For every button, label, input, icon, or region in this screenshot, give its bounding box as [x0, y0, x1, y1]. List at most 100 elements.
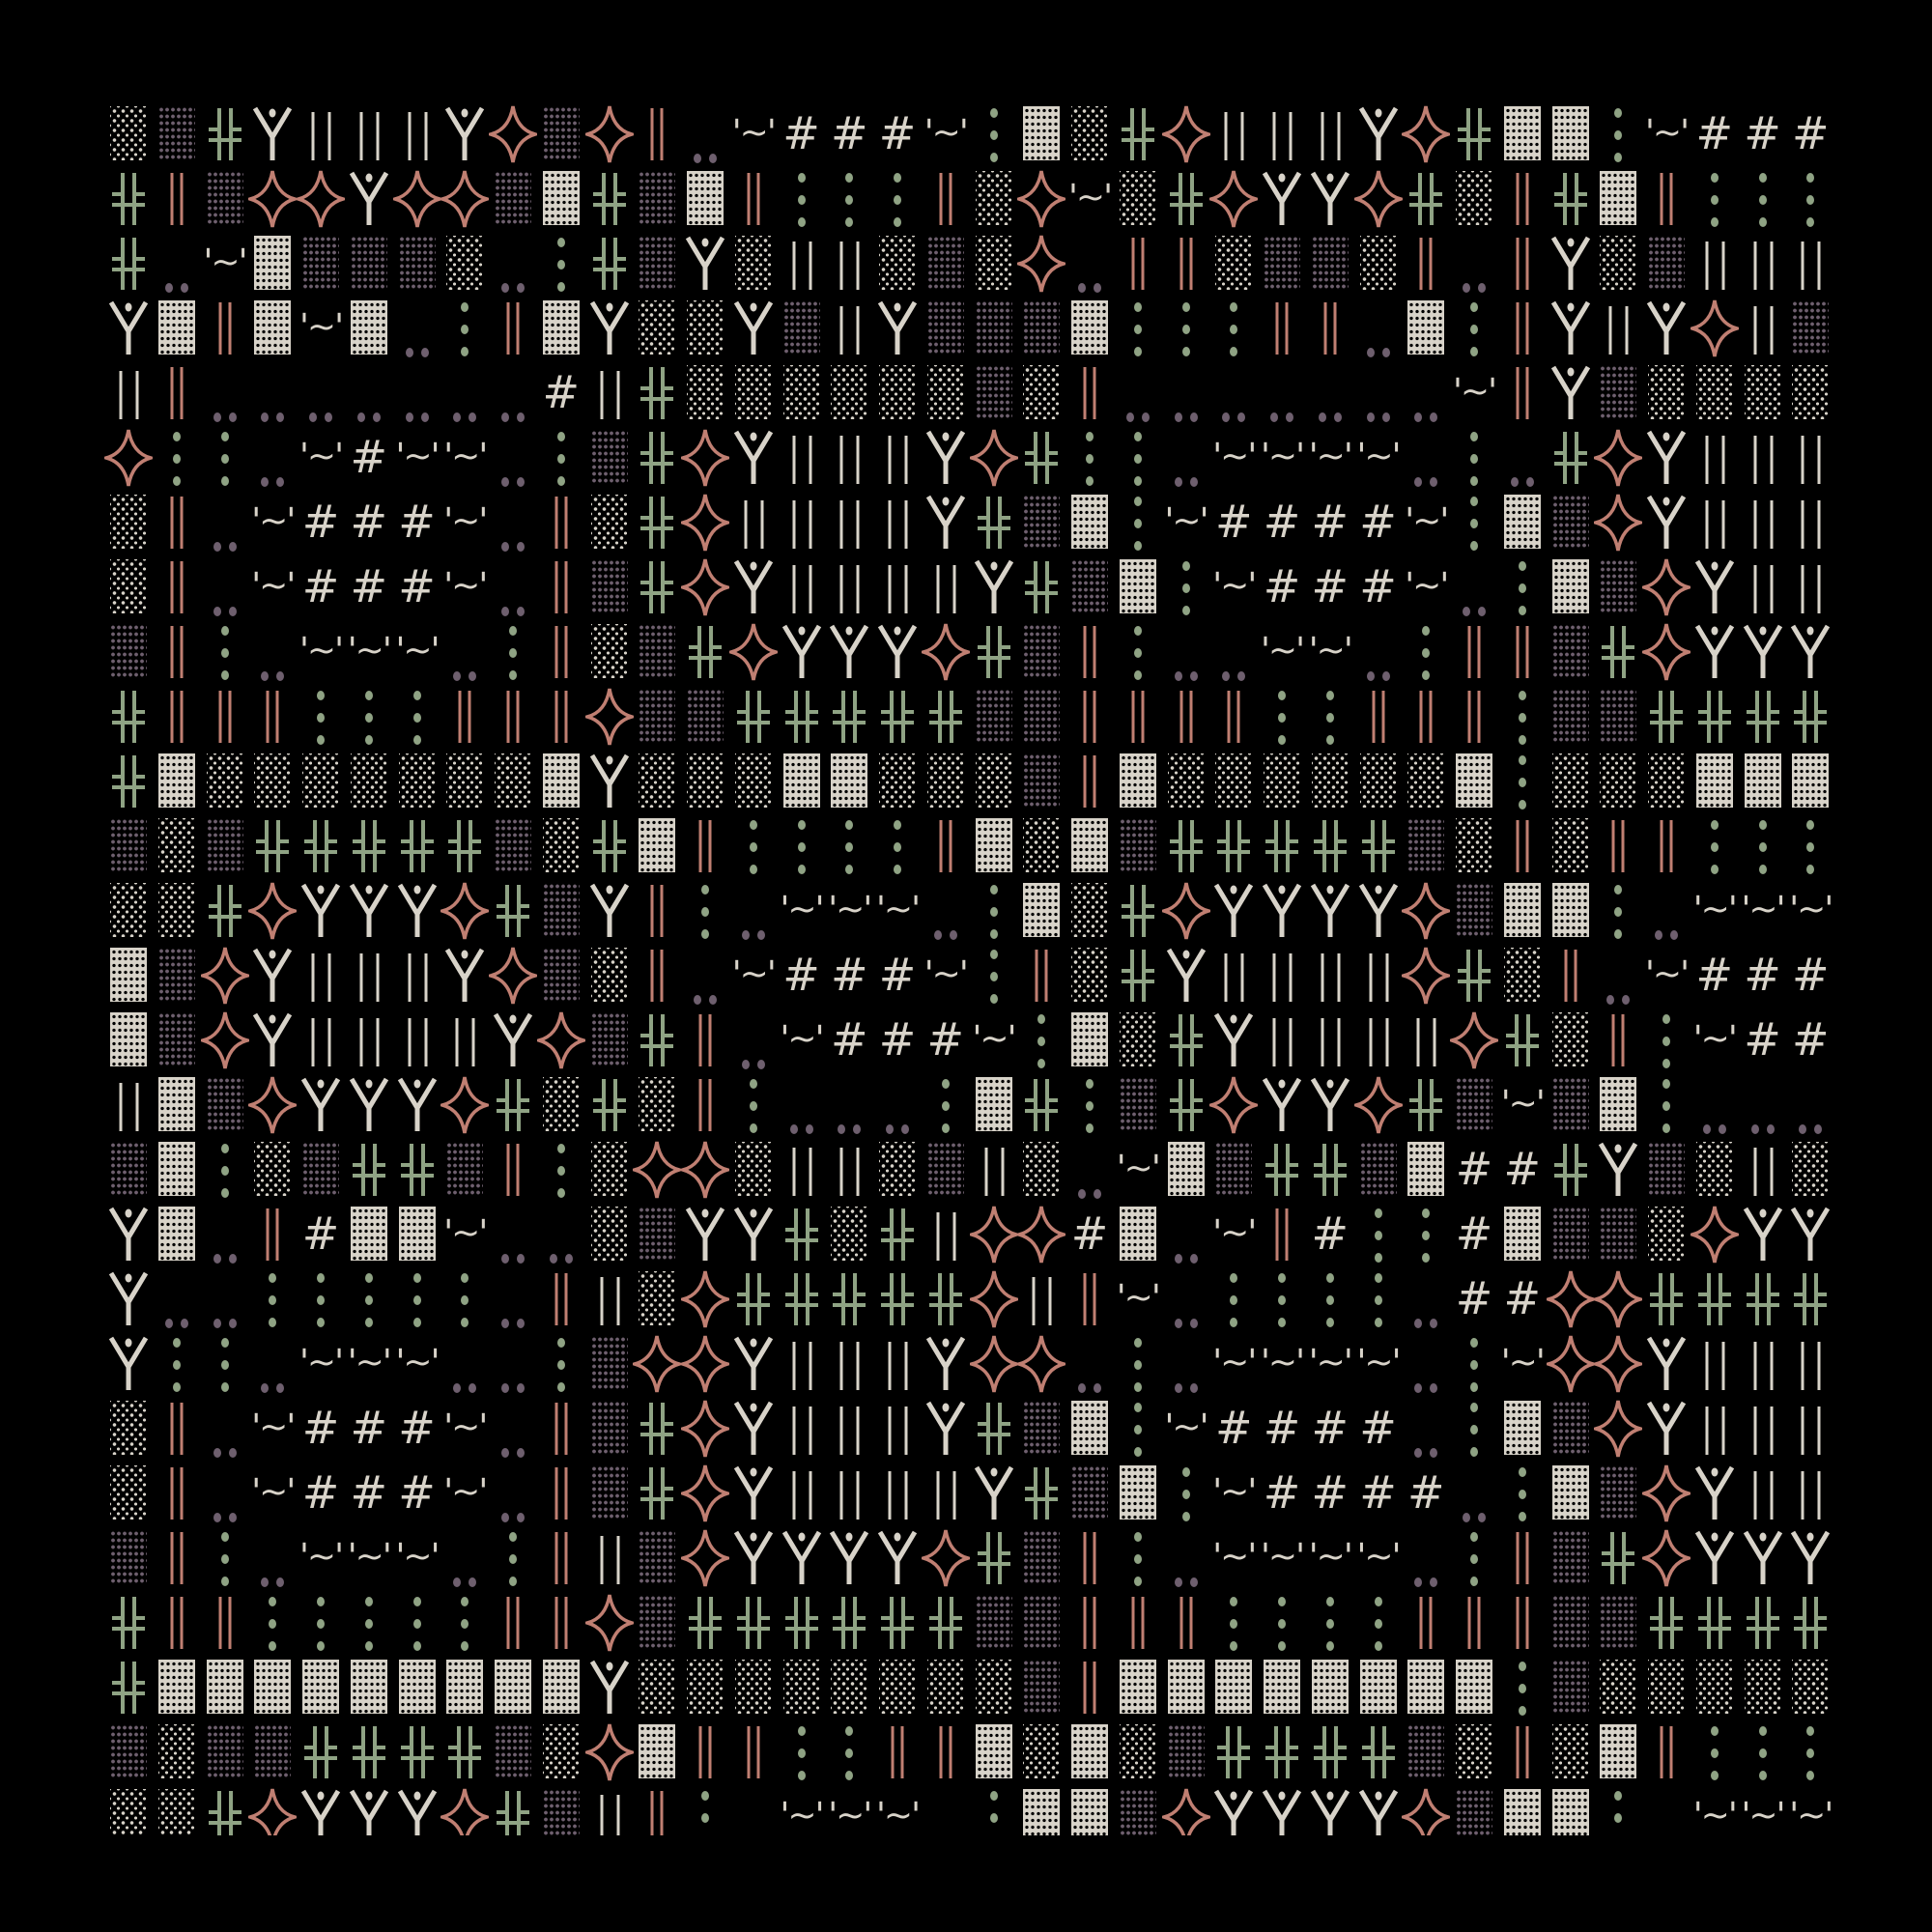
sparse-dot-pattern — [590, 1207, 628, 1261]
cream-block — [495, 1660, 531, 1714]
dense-purple-dot-pattern — [206, 1724, 243, 1778]
pink-star-icon — [681, 1524, 729, 1589]
dense-purple-dot-pattern — [1594, 554, 1642, 618]
hash-glyph: # — [1455, 1142, 1493, 1195]
green-double-cross-icon — [1017, 554, 1065, 618]
sparse-dot-pattern — [585, 489, 634, 554]
green-double-cross-icon — [1162, 812, 1210, 877]
cream-bars — [345, 942, 393, 1007]
y-figure-icon — [1642, 295, 1690, 359]
sparse-dot-pattern — [1786, 359, 1834, 424]
green-colon — [1642, 1007, 1690, 1071]
tilde: '~' — [873, 1783, 922, 1835]
pink-bars — [201, 683, 249, 748]
hash-glyph: # — [1791, 948, 1830, 1001]
tilde-glyph: '~' — [443, 1407, 488, 1447]
y-figure-icon — [729, 1330, 778, 1395]
sparse-dot-pattern — [825, 1201, 873, 1265]
pink-bars — [153, 489, 201, 554]
pink-bars — [633, 942, 681, 1007]
cream-block — [157, 300, 195, 355]
dense-purple-dot-pattern — [590, 559, 628, 613]
y-figure-icon — [1547, 359, 1595, 424]
tilde-glyph: '~' — [1741, 890, 1786, 929]
cream-block — [1162, 1136, 1210, 1201]
green-colon — [248, 1589, 297, 1654]
y-figure-icon — [1306, 1071, 1354, 1136]
sparse-dot-pattern — [1642, 1654, 1690, 1719]
cream-bars — [585, 1783, 634, 1835]
tilde-glyph: '~' — [731, 954, 777, 994]
sparse-dot-pattern — [970, 1654, 1018, 1719]
pink-bars — [201, 1589, 249, 1654]
sparse-dot-pattern — [922, 359, 970, 424]
pink-bars — [1065, 1589, 1114, 1654]
sparse-dot-pattern — [1642, 359, 1690, 424]
pink-star-icon — [1209, 165, 1259, 230]
sparse-dot-pattern — [1690, 359, 1739, 424]
green-double-cross-icon — [1547, 1136, 1595, 1201]
dense-purple-dot-pattern — [639, 1530, 676, 1584]
hash: # — [345, 554, 393, 618]
green-double-cross-icon — [104, 230, 153, 295]
hash-glyph: # — [1311, 1401, 1350, 1454]
sparse-dot-pattern — [633, 748, 681, 812]
pink-star-icon — [104, 424, 153, 489]
tilde: '~' — [1642, 100, 1690, 165]
sparse-dot-pattern — [1065, 100, 1114, 165]
cream-block — [1407, 1142, 1445, 1196]
cream-block — [1503, 1401, 1541, 1455]
tilde: '~' — [1450, 359, 1498, 424]
sparse-dot-pattern — [153, 877, 201, 942]
tilde-glyph: '~' — [876, 890, 921, 929]
cream-block — [1450, 1654, 1498, 1719]
sparse-dot-pattern — [1215, 753, 1253, 808]
tilde: '~' — [1786, 1783, 1834, 1835]
pink-bars — [922, 1719, 970, 1783]
dense-purple-dot-pattern — [1450, 1783, 1498, 1835]
pink-star-icon — [1161, 877, 1210, 942]
purple-dots — [248, 618, 297, 683]
dense-purple-dot-pattern — [639, 1595, 676, 1649]
dense-purple-dot-pattern — [206, 818, 243, 872]
sparse-dot-pattern — [831, 1207, 868, 1261]
cream-bars — [585, 1524, 634, 1589]
purple-dots — [248, 1524, 297, 1589]
hash: # — [1786, 1007, 1834, 1071]
hash-glyph: # — [301, 1207, 340, 1260]
y-figure-icon — [297, 877, 345, 942]
hash-glyph: # — [1744, 106, 1781, 159]
tilde: '~' — [1258, 1524, 1306, 1589]
green-double-cross-icon — [489, 1071, 537, 1136]
y-figure-icon — [1258, 165, 1306, 230]
green-colon — [825, 1719, 873, 1783]
purple-dots — [393, 359, 441, 424]
cream-block — [1407, 1660, 1445, 1714]
sparse-dot-pattern — [729, 748, 778, 812]
pink-star-icon — [1594, 1265, 1643, 1330]
cream-bars — [1739, 230, 1787, 295]
y-figure-icon — [489, 1007, 537, 1071]
cream-bars — [1306, 100, 1354, 165]
y-figure-icon — [1547, 295, 1595, 359]
dense-purple-dot-pattern — [1450, 877, 1498, 942]
dense-purple-dot-pattern — [1023, 624, 1061, 678]
green-double-cross-icon — [729, 1265, 778, 1330]
tilde: '~' — [1306, 1330, 1354, 1395]
tilde-glyph: '~' — [299, 1343, 344, 1382]
sparse-dot-pattern — [110, 1789, 147, 1835]
dense-purple-dot-pattern — [633, 1201, 681, 1265]
green-colon — [1690, 812, 1739, 877]
cream-block — [153, 1071, 201, 1136]
sparse-dot-pattern — [110, 106, 147, 160]
pink-star-icon — [1402, 1783, 1451, 1835]
purple-dots — [1162, 424, 1210, 489]
dense-purple-dot-pattern — [489, 812, 537, 877]
dense-purple-dot-pattern — [1215, 1142, 1253, 1196]
y-figure-icon — [825, 618, 873, 683]
cream-block — [1739, 748, 1787, 812]
purple-dots — [489, 1201, 537, 1265]
purple-dots — [1354, 295, 1403, 359]
pink-bars — [1642, 165, 1690, 230]
hash: # — [1354, 1395, 1403, 1460]
